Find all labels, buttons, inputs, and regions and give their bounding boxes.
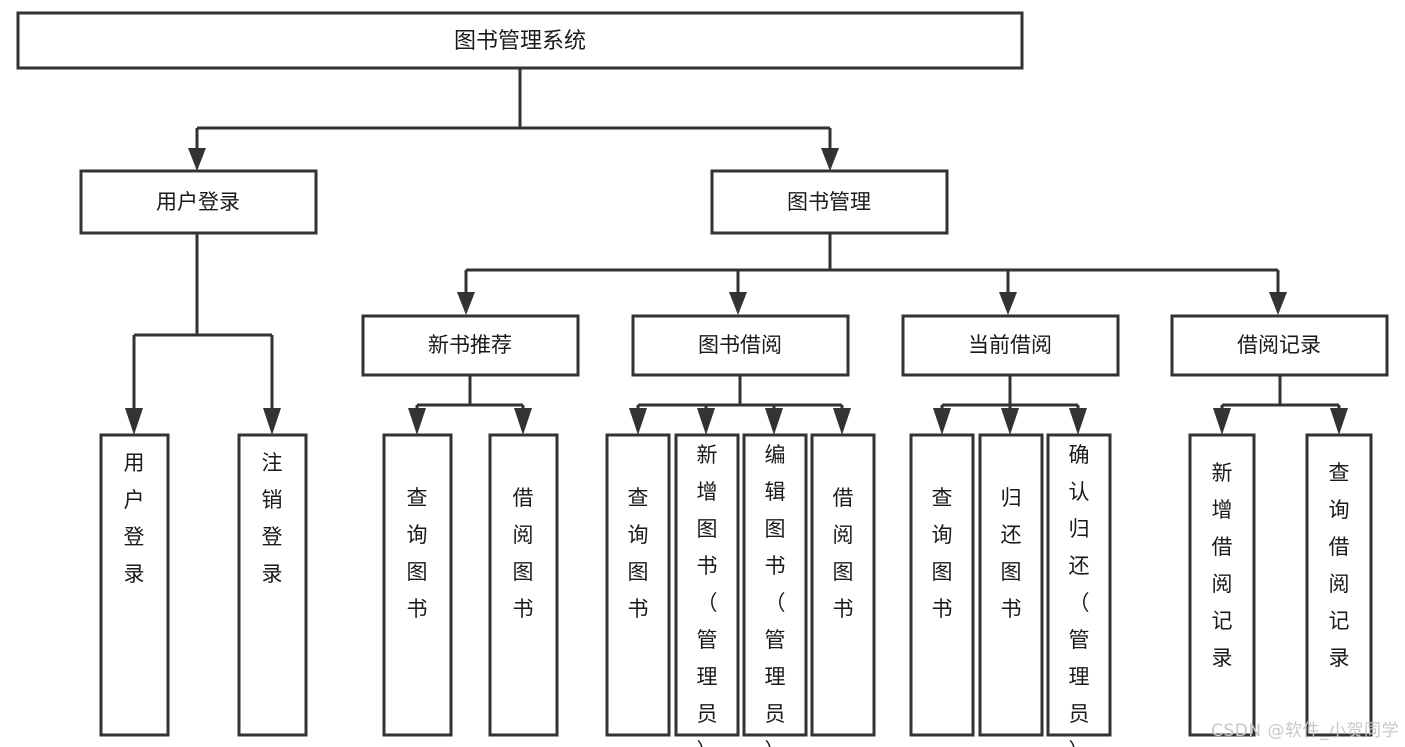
- arrow-head-userlogin-leaf2: [263, 408, 281, 435]
- leaf-book-borrow-2-label: 新增图书（管理员）: [697, 443, 718, 747]
- leaf-current-borrow-3-label: 确认归还（管理员）: [1069, 443, 1090, 747]
- arrow-head-newbook-leaf2: [514, 408, 532, 435]
- node-book-borrow-box[interactable]: [631, 314, 850, 377]
- node-book-manage-label: 图书管理: [787, 190, 871, 214]
- node-borrow-record[interactable]: 借阅记录: [1170, 314, 1389, 377]
- leaf-user-login-1-label: 用户登录: [124, 451, 145, 586]
- arrow-head-borrow-leaf1: [629, 408, 647, 435]
- node-root[interactable]: 图书管理系统: [16, 11, 1024, 70]
- leaf-book-borrow-4-label: 借阅图书: [833, 486, 854, 621]
- arrow-head-book-manage: [821, 148, 839, 171]
- arrow-head-record-leaf1: [1213, 408, 1231, 435]
- node-book-manage[interactable]: 图书管理: [710, 169, 949, 235]
- leaf-node[interactable]: 用户登录: [99, 433, 170, 737]
- leaf-current-borrow-1-box[interactable]: [909, 433, 975, 737]
- node-book-manage-box[interactable]: [710, 169, 949, 235]
- leaf-borrow-record-2-box[interactable]: [1305, 433, 1373, 737]
- leaf-book-borrow-3-label: 编辑图书（管理员）: [765, 443, 786, 747]
- leaf-node[interactable]: 新增图书（管理员）: [674, 433, 740, 747]
- leaf-user-login-2-label: 注销登录: [262, 451, 283, 586]
- leaf-borrow-record-1-label: 新增借阅记录: [1212, 461, 1233, 670]
- leaf-user-login-1-box[interactable]: [99, 433, 170, 737]
- node-new-book-rec-box[interactable]: [361, 314, 580, 377]
- node-current-borrow-label: 当前借阅: [968, 333, 1052, 357]
- leaf-current-borrow-2-label: 归还图书: [1001, 486, 1022, 621]
- arrow-head-record: [1269, 292, 1287, 315]
- leaf-node[interactable]: 编辑图书（管理员）: [742, 433, 808, 747]
- node-borrow-record-box[interactable]: [1170, 314, 1389, 377]
- arrow-head-newbook: [457, 292, 475, 315]
- leaf-current-borrow-2-box[interactable]: [978, 433, 1044, 737]
- node-user-login-box[interactable]: [79, 169, 318, 235]
- arrow-head-borrow-leaf4: [833, 408, 851, 435]
- leaf-current-borrow-1-label: 查询图书: [932, 486, 953, 621]
- node-book-borrow-label: 图书借阅: [698, 333, 782, 357]
- leaf-new-book-2-box[interactable]: [488, 433, 559, 737]
- arrow-head-user-login: [188, 148, 206, 171]
- node-user-login[interactable]: 用户登录: [79, 169, 318, 235]
- leaf-node[interactable]: 借阅图书: [488, 433, 559, 737]
- leaf-node[interactable]: 注销登录: [237, 433, 308, 737]
- node-new-book-rec-label: 新书推荐: [428, 333, 512, 357]
- connector-layer: [125, 68, 1348, 435]
- leaf-borrow-record-1-box[interactable]: [1188, 433, 1256, 737]
- arrow-head-borrow-leaf3: [765, 408, 783, 435]
- leaf-book-borrow-2-box[interactable]: [674, 433, 740, 737]
- csdn-watermark: CSDN @软件_小贺同学: [1211, 721, 1399, 741]
- arrow-head-borrow-leaf2: [697, 408, 715, 435]
- node-borrow-record-label: 借阅记录: [1237, 333, 1321, 357]
- node-root-label: 图书管理系统: [454, 29, 586, 54]
- arrow-head-newbook-leaf1: [408, 408, 426, 435]
- leaf-node[interactable]: 查询借阅记录: [1305, 433, 1373, 737]
- leaf-node[interactable]: 借阅图书: [810, 433, 876, 737]
- leaf-node[interactable]: 归还图书: [978, 433, 1044, 737]
- arrow-head-current-leaf2: [1001, 408, 1019, 435]
- node-root-box[interactable]: [16, 11, 1024, 70]
- leaf-current-borrow-3-box[interactable]: [1046, 433, 1112, 737]
- node-user-login-label: 用户登录: [156, 190, 240, 214]
- node-new-book-rec[interactable]: 新书推荐: [361, 314, 580, 377]
- leaf-node[interactable]: 确认归还（管理员）: [1046, 433, 1112, 747]
- leaf-node[interactable]: 查询图书: [909, 433, 975, 737]
- leaf-book-borrow-1-label: 查询图书: [628, 486, 649, 621]
- node-current-borrow[interactable]: 当前借阅: [901, 314, 1120, 377]
- arrow-head-current-leaf1: [933, 408, 951, 435]
- node-book-borrow[interactable]: 图书借阅: [631, 314, 850, 377]
- arrow-head-record-leaf2: [1330, 408, 1348, 435]
- node-current-borrow-box[interactable]: [901, 314, 1120, 377]
- leaf-new-book-1-box[interactable]: [382, 433, 453, 737]
- leaf-book-borrow-4-box[interactable]: [810, 433, 876, 737]
- leaf-new-book-2-label: 借阅图书: [513, 486, 534, 621]
- leaf-node[interactable]: 新增借阅记录: [1188, 433, 1256, 737]
- leaf-book-borrow-3-box[interactable]: [742, 433, 808, 737]
- leaf-borrow-record-2-label: 查询借阅记录: [1329, 461, 1350, 670]
- arrow-head-borrow: [729, 292, 747, 315]
- leaf-user-login-2-box[interactable]: [237, 433, 308, 737]
- leaf-book-borrow-1-box[interactable]: [605, 433, 671, 737]
- arrow-head-current: [999, 292, 1017, 315]
- arrow-head-userlogin-leaf1: [125, 408, 143, 435]
- arrow-head-current-leaf3: [1069, 408, 1087, 435]
- leaf-node[interactable]: 查询图书: [605, 433, 671, 737]
- leaf-node[interactable]: 查询图书: [382, 433, 453, 737]
- leaf-new-book-1-label: 查询图书: [407, 486, 428, 621]
